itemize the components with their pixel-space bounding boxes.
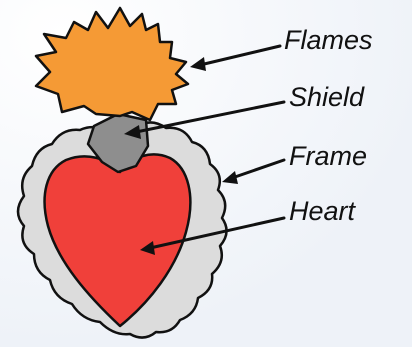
flames-arrow — [198, 44, 282, 67]
heart-arrowhead — [140, 241, 155, 255]
heart-arrow — [148, 216, 286, 250]
flames-label: Flames — [284, 25, 373, 55]
flames-arrowhead — [190, 57, 206, 71]
shield-label: Shield — [289, 82, 365, 112]
frame-arrow — [230, 158, 286, 180]
shield-arrow — [134, 100, 286, 134]
flames-shape — [34, 6, 190, 122]
shield-shape — [86, 112, 150, 174]
shield-arrowhead — [124, 125, 141, 139]
frame-label: Frame — [289, 141, 368, 171]
heart-label: Heart — [289, 196, 356, 226]
heart-shape — [43, 153, 192, 328]
frame-arrowhead — [222, 171, 238, 184]
